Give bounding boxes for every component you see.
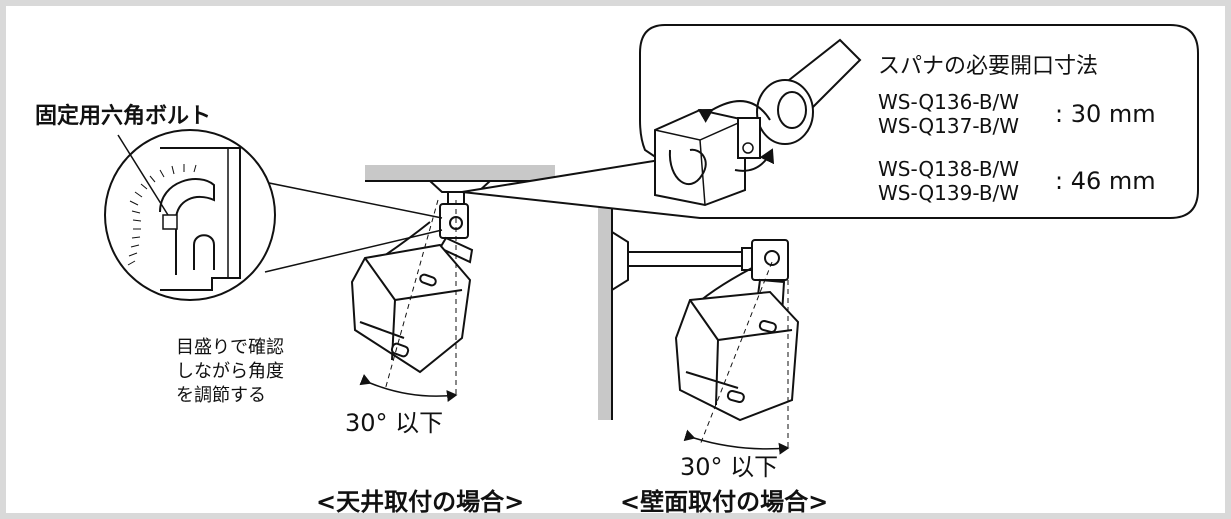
model-group-b: WS-Q138-B/W WS-Q139-B/W bbox=[878, 157, 1019, 205]
wall-tilt-line bbox=[699, 261, 773, 446]
spanner-callout bbox=[461, 24, 1199, 219]
ceiling-tilt-line bbox=[384, 199, 439, 391]
model-b2: WS-Q139-B/W bbox=[878, 181, 1020, 205]
bolt-leader-line bbox=[117, 134, 169, 216]
adjust-note: 目盛りで確認 しながら角度 を調節する bbox=[176, 336, 284, 408]
wall-mount-caption: <壁面取付の場合> bbox=[620, 488, 829, 516]
wall-angle-label: 30° 以下 bbox=[680, 453, 779, 481]
bolt-detail-zoom bbox=[104, 129, 443, 301]
wall-angle-arc bbox=[683, 429, 790, 455]
ceiling-angle-arc bbox=[359, 374, 458, 402]
model-group-a: WS-Q136-B/W WS-Q137-B/W bbox=[878, 90, 1019, 138]
adjust-note-line-1: 目盛りで確認 bbox=[176, 337, 284, 358]
ceiling-surface bbox=[365, 165, 555, 182]
spanner-size-b: : 46 mm bbox=[1055, 167, 1156, 195]
spanner-size-a: : 30 mm bbox=[1055, 100, 1156, 128]
model-a1: WS-Q136-B/W bbox=[878, 90, 1020, 114]
ceiling-mount-caption: <天井取付の場合> bbox=[316, 488, 525, 516]
ceiling-speaker bbox=[350, 180, 493, 374]
adjust-note-line-2: しながら角度 bbox=[176, 361, 284, 382]
ceiling-angle-label: 30° 以下 bbox=[345, 409, 444, 437]
fixing-bolt-label: 固定用六角ボルト bbox=[35, 104, 212, 129]
wall-surface bbox=[598, 208, 613, 420]
model-a2: WS-Q137-B/W bbox=[878, 114, 1020, 138]
callout-heading: スパナの必要開口寸法 bbox=[878, 54, 1099, 79]
adjust-note-line-3: を調節する bbox=[176, 385, 266, 406]
wall-speaker bbox=[611, 230, 800, 422]
model-b1: WS-Q138-B/W bbox=[878, 157, 1020, 181]
